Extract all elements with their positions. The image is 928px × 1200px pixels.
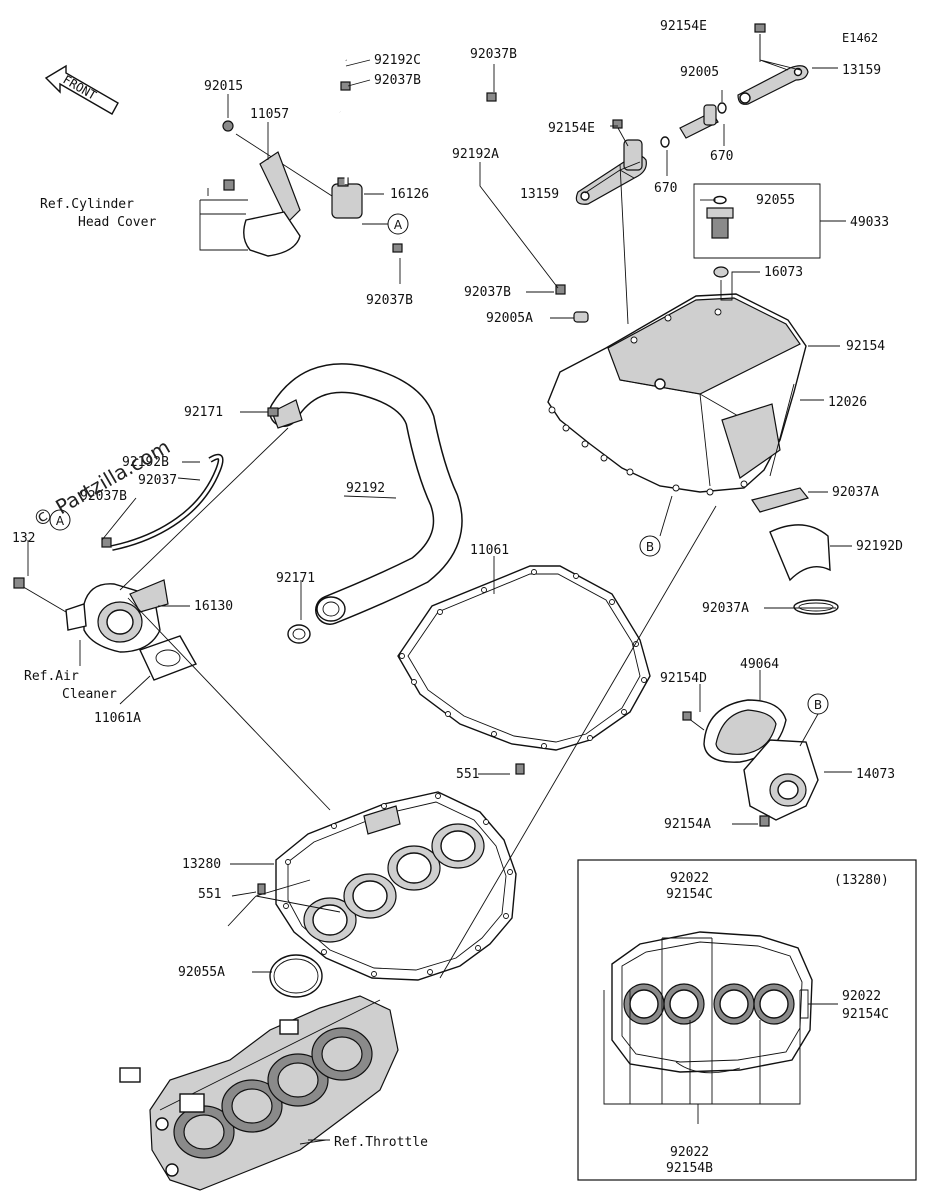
front-arrow-icon: FRONT xyxy=(44,64,119,115)
label-92154A: 92154A xyxy=(664,817,711,832)
ref-cylinder-head-1: Ref.Cylinder xyxy=(40,197,134,212)
label-92037A-mid: 92037A xyxy=(702,601,749,616)
label-92037A-right: 92037A xyxy=(832,485,879,500)
ref-throttle: Ref.Throttle xyxy=(334,1135,428,1150)
valve-16130 xyxy=(13,577,198,681)
inset-label-92154B-bottom: 92154B xyxy=(666,1161,713,1176)
label-11057: 11057 xyxy=(250,107,289,122)
throttle-body xyxy=(119,995,399,1191)
label-92171-top: 92171 xyxy=(184,405,223,420)
label-92037B-f: 92037B xyxy=(80,489,127,504)
label-92192A: 92192A xyxy=(452,147,499,162)
front-arrow-label: FRONT xyxy=(61,72,99,102)
label-92192C: 92192C xyxy=(374,53,421,68)
label-92055A: 92055A xyxy=(178,965,225,980)
label-92037B-d: 92037B xyxy=(464,285,511,300)
label-92154D: 92154D xyxy=(660,671,707,686)
label-13280: 13280 xyxy=(182,857,221,872)
hose-92192B xyxy=(101,453,224,551)
label-11061A: 11061A xyxy=(94,711,141,726)
label-16126: 16126 xyxy=(390,187,429,202)
label-92154E-top: 92154E xyxy=(660,19,707,34)
svg-text:B: B xyxy=(646,540,654,554)
label-92154: 92154 xyxy=(846,339,885,354)
label-92037B-c: 92037B xyxy=(366,293,413,308)
label-49064: 49064 xyxy=(740,657,779,672)
label-16073: 16073 xyxy=(764,265,803,280)
callout-a-lower: A xyxy=(49,509,71,531)
callout-b-lower: B xyxy=(807,693,829,715)
label-13159-left: 13159 xyxy=(520,187,559,202)
label-92192B: 92192B xyxy=(122,455,169,470)
label-92171-mid: 92171 xyxy=(276,571,315,586)
ref-cylinder-head-2: Head Cover xyxy=(78,215,156,230)
inset-label-92022-right: 92022 xyxy=(842,989,881,1004)
elbow-14073 xyxy=(743,739,819,827)
label-92154E-mid: 92154E xyxy=(548,121,595,136)
label-92037B-b: 92037B xyxy=(470,47,517,62)
label-49033: 49033 xyxy=(850,215,889,230)
bracket-13159-upper xyxy=(737,23,809,105)
pin-551-top xyxy=(515,763,525,775)
diagram-code: E1462 xyxy=(842,31,878,45)
label-14073: 14073 xyxy=(856,767,895,782)
reference-labels: Ref.Cylinder Head Cover Ref.Air Cleaner … xyxy=(24,197,428,1150)
label-670-left: 670 xyxy=(654,181,677,196)
bracket-11057 xyxy=(222,120,333,257)
pin-551-left xyxy=(257,883,266,895)
sensor-49033 xyxy=(706,195,734,278)
part-labels: 92154E 13159 92005 92154E 670 670 13159 … xyxy=(12,19,903,980)
label-670-right: 670 xyxy=(710,149,733,164)
label-12026: 12026 xyxy=(828,395,867,410)
label-92192: 92192 xyxy=(346,481,385,496)
inset-label-92154C-top: 92154C xyxy=(666,887,713,902)
label-92015: 92015 xyxy=(204,79,243,94)
label-92055: 92055 xyxy=(756,193,795,208)
bracket-13159-lower xyxy=(575,119,647,205)
label-16130: 16130 xyxy=(194,599,233,614)
hose-92192 xyxy=(267,363,463,644)
callout-b-upper: B xyxy=(639,535,661,557)
svg-text:B: B xyxy=(814,698,822,712)
label-11061: 11061 xyxy=(470,543,509,558)
duct-92192D xyxy=(751,487,839,615)
oring-92055A xyxy=(269,954,323,998)
label-92005A: 92005A xyxy=(486,311,533,326)
label-92192D: 92192D xyxy=(856,539,903,554)
ref-air-cleaner-2: Cleaner xyxy=(62,687,117,702)
label-92037B-a: 92037B xyxy=(374,73,421,88)
airbox-12026 xyxy=(547,293,807,496)
gasket-11061 xyxy=(397,565,651,751)
svg-text:A: A xyxy=(56,514,65,528)
label-92005: 92005 xyxy=(680,65,719,80)
callout-a-upper: A xyxy=(387,213,409,235)
label-551-top: 551 xyxy=(456,767,479,782)
vacuum-valve-16126 xyxy=(328,53,589,323)
inset-label-92022-top: 92022 xyxy=(670,871,709,886)
label-551-left: 551 xyxy=(198,887,221,902)
inset-label-92022-bottom: 92022 xyxy=(670,1145,709,1160)
base-13280 xyxy=(275,791,517,981)
inset-13280: (13280) 92022 92154C 92022 92154C 92022 … xyxy=(577,859,917,1181)
throttle-ports xyxy=(303,823,485,943)
fitting-92005 xyxy=(660,102,727,148)
ref-air-cleaner-1: Ref.Air xyxy=(24,669,79,684)
label-132: 132 xyxy=(12,531,35,546)
leader-lines xyxy=(27,34,852,1145)
inset-label-92154C-right: 92154C xyxy=(842,1007,889,1022)
inset-label: (13280) xyxy=(834,873,889,888)
label-92037: 92037 xyxy=(138,473,177,488)
svg-text:A: A xyxy=(394,218,403,232)
label-13159-top: 13159 xyxy=(842,63,881,78)
